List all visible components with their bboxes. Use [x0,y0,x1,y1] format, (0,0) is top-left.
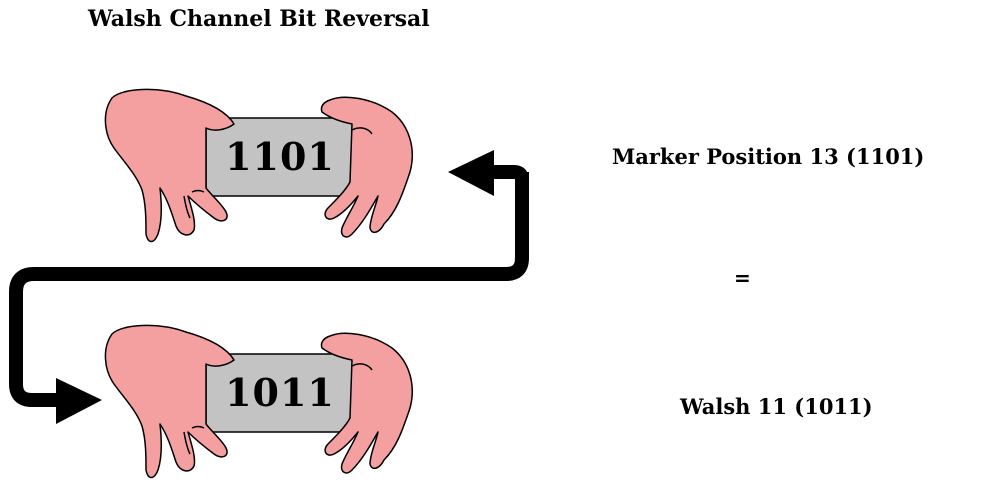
equals-sign: = [734,266,751,290]
marker-position-label: Marker Position 13 (1101) [612,144,925,169]
bit-reversal-arrow [9,150,529,424]
bottom-card-group: 1011 [104,324,413,479]
top-card-group: 1101 [104,88,413,243]
top-card-bits: 1101 [225,134,335,179]
walsh-code-label: Walsh 11 (1011) [680,394,873,419]
arrow-head-top [448,150,494,196]
bottom-card-bits: 1011 [225,370,335,415]
arrow-head-bottom [56,378,102,424]
diagram-title: Walsh Channel Bit Reversal [88,6,430,32]
